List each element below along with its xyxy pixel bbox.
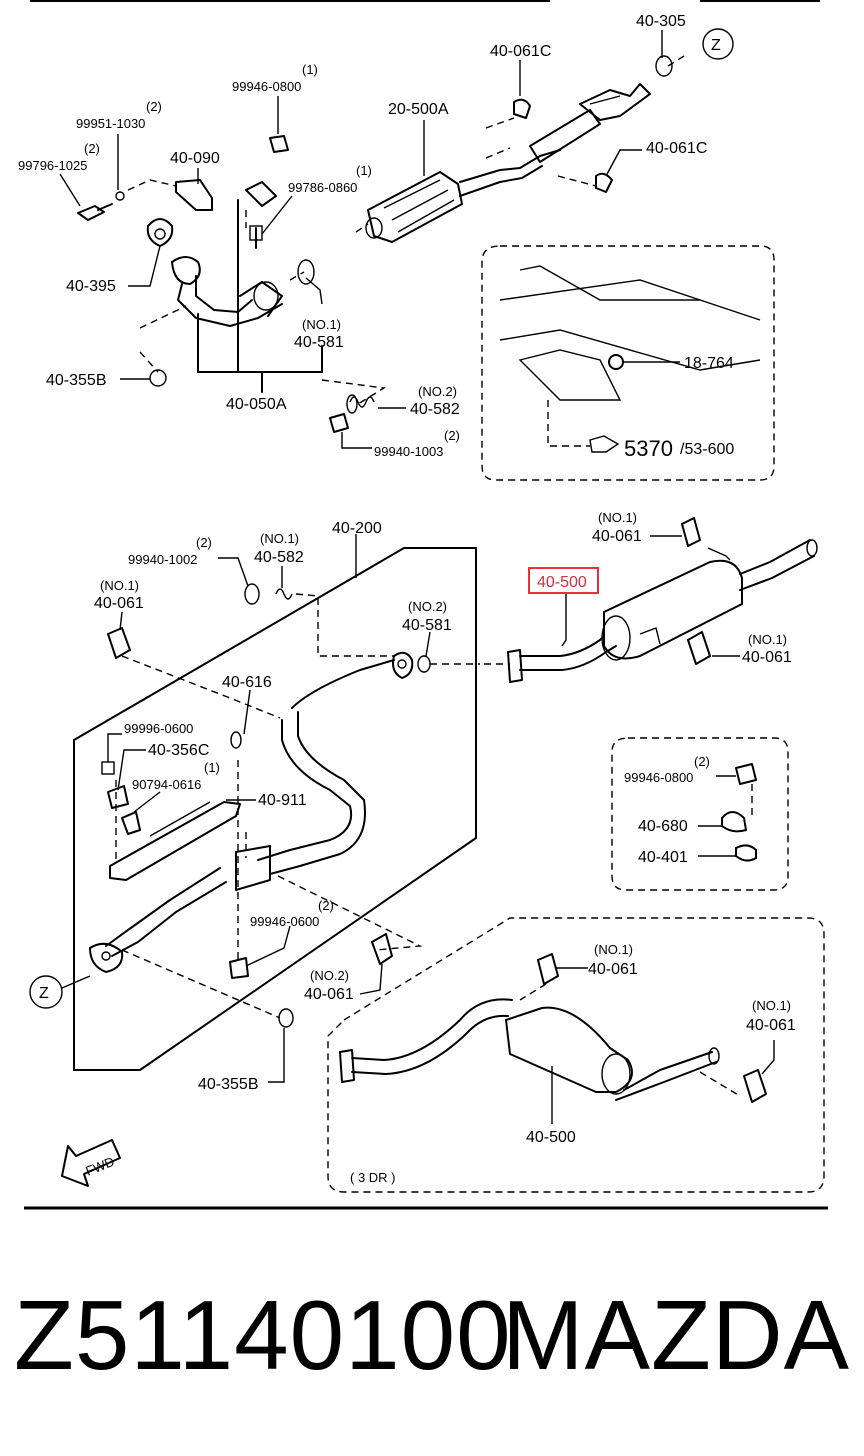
label-40-355b-b: 40-355B	[198, 1076, 259, 1093]
label-90794-0616: 90794-0616	[132, 777, 201, 792]
label-99946-0800-b: 99946-0800	[624, 770, 693, 785]
label-99796-1025: 99796-1025	[18, 158, 87, 173]
label-20-500a: 20-500A	[388, 101, 449, 118]
label-40-061c-a: 40-061C	[490, 43, 551, 60]
qty-40-581-b: (NO.2)	[408, 599, 447, 614]
leader-lines-top	[59, 30, 663, 449]
label-40-061-a: 40-061	[94, 595, 144, 612]
label-40-582-b: 40-582	[254, 549, 304, 566]
qty-40-582-b: (NO.1)	[260, 531, 299, 546]
qty-40-061-d: (NO.2)	[310, 968, 349, 983]
detail-inset-bracket: 18-764 5370 /53-600	[481, 245, 775, 481]
label-40-090: 40-090	[170, 150, 220, 167]
part-number: Z51140100	[14, 1280, 512, 1390]
label-40-582: 40-582	[410, 401, 460, 418]
qty-40-061-b: (NO.1)	[598, 510, 637, 525]
label-40-395: 40-395	[66, 278, 116, 295]
label-99940-1003: 99940-1003	[374, 444, 443, 459]
label-fwd: FWD	[83, 1154, 116, 1179]
label-99946-0600: 99946-0600	[250, 914, 319, 929]
labels-top: 40-305 Z 40-061C 20-500A 40-061C (1) 999…	[18, 13, 734, 459]
label-99786-0860: 99786-0860	[288, 180, 357, 195]
leader-lines-middle	[61, 534, 431, 1083]
label-99951-1030: 99951-1030	[76, 116, 145, 131]
qty-40-582: (NO.2)	[418, 384, 457, 399]
highlight-box-40-500	[528, 567, 599, 594]
label-99946-0800: 99946-0800	[232, 79, 301, 94]
qty-40-061-f: (NO.1)	[752, 998, 791, 1013]
qty-99951-1030: (2)	[146, 99, 162, 114]
label-40-200: 40-200	[332, 520, 382, 537]
fwd-arrow-icon: FWD	[61, 1139, 121, 1187]
qty-99940-1002: (2)	[196, 535, 212, 550]
qty-99946-0600: (2)	[318, 898, 334, 913]
leader-lines-right	[484, 535, 740, 665]
label-40-061-c: 40-061	[742, 649, 792, 666]
label-18-764: 18-764	[684, 355, 734, 372]
label-3dr: ( 3 DR )	[350, 1170, 396, 1185]
footer: Z51140100 MAZDA	[0, 1280, 864, 1410]
label-z-bottom: Z	[39, 985, 49, 1002]
muffler-assembly	[507, 517, 818, 683]
label-40-305: 40-305	[636, 13, 686, 30]
catalytic-converter	[365, 55, 673, 243]
label-40-500-highlight: 40-500	[537, 574, 587, 591]
qty-99940-1003: (2)	[444, 428, 460, 443]
label-40-061-b: 40-061	[592, 528, 642, 545]
qty-40-061-c: (NO.1)	[748, 632, 787, 647]
label-40-355b-a: 40-355B	[46, 372, 107, 389]
exhaust-system-diagram: 40-305 Z 40-061C 20-500A 40-061C (1) 999…	[18, 0, 828, 1210]
label-40-911: 40-911	[258, 792, 307, 809]
label-99996-0600: 99996-0600	[124, 721, 193, 736]
label-40-061-f: 40-061	[746, 1017, 796, 1034]
front-pipe-assembly	[77, 135, 375, 433]
assembly-guide-lines-middle	[115, 593, 480, 1019]
label-40-401: 40-401	[638, 849, 688, 866]
label-40-680: 40-680	[638, 818, 688, 835]
qty-40-581: (NO.1)	[302, 317, 341, 332]
label-40-581: 40-581	[294, 334, 344, 351]
qty-40-061-a: (NO.1)	[100, 578, 139, 593]
label-40-061c-b: 40-061C	[646, 140, 707, 157]
detail-inset-hanger: (2) 99946-0800 40-680 40-401	[611, 737, 789, 891]
labels-right: (NO.1) 40-061 40-500 (NO.1) 40-061	[528, 510, 792, 666]
qty-99786-0860: (1)	[356, 163, 372, 178]
label-40-616: 40-616	[222, 674, 272, 691]
label-53-600: /53-600	[680, 441, 734, 458]
label-40-356c: 40-356C	[148, 742, 209, 759]
labels-middle: 40-200 (2) 99940-1002 (NO.1) 40-582 (NO.…	[29, 520, 452, 1093]
label-40-050a: 40-050A	[226, 396, 287, 413]
center-pipe-assembly	[73, 547, 477, 1071]
qty-99946-0800-b: (2)	[694, 754, 710, 769]
label-40-500-b: 40-500	[526, 1129, 576, 1146]
label-99940-1002: 99940-1002	[128, 552, 197, 567]
qty-40-061-e: (NO.1)	[594, 942, 633, 957]
qty-99946-0800: (1)	[302, 62, 318, 77]
qty-90794-0616: (1)	[204, 760, 220, 775]
assembly-guide-lines-top	[127, 55, 685, 405]
label-40-061-e: 40-061	[588, 961, 638, 978]
label-40-061-d: 40-061	[304, 986, 354, 1003]
label-5370: 5370	[624, 436, 673, 461]
label-z-top: Z	[711, 37, 721, 54]
label-40-581-b: 40-581	[402, 617, 452, 634]
brand-name: MAZDA	[502, 1280, 850, 1390]
qty-99796-1025: (2)	[84, 141, 100, 156]
detail-inset-3dr: (NO.1) 40-061 (NO.1) 40-061 40-500 ( 3 D…	[327, 917, 825, 1193]
